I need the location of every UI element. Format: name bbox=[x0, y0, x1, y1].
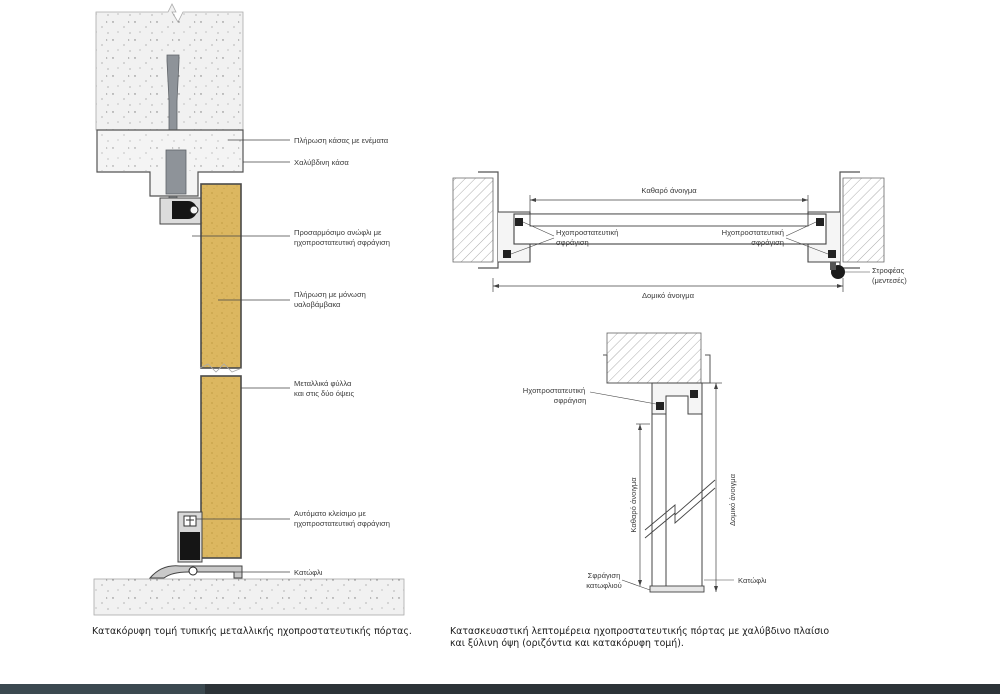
label-seal-left-2: σφράγιση bbox=[556, 238, 589, 247]
label-seal-right-1: Ηχοπροστατευτική bbox=[722, 228, 784, 237]
label-seal-left-1: Ηχοπροστατευτική bbox=[556, 228, 618, 237]
seal-left-a bbox=[515, 218, 523, 226]
wall-left bbox=[452, 177, 494, 263]
break-line bbox=[199, 363, 243, 373]
label-head-stop-1: Προσαρμόσιμο ανώφλι με bbox=[294, 228, 382, 237]
dim-clear-opening-v: Καθαρό άνοιγμα bbox=[629, 477, 638, 533]
vertical-door-section: Πλήρωση κάσας με ενέματα Χαλύβδινη κάσα … bbox=[93, 3, 405, 616]
door-leaf-top bbox=[200, 183, 242, 369]
label-threshold: Κατώφλι bbox=[294, 568, 323, 577]
label-jamb-fill: Πλήρωση κάσας με ενέματα bbox=[294, 136, 389, 145]
vertical-section-wood: Καθαρό άνοιγμα Δομικό άνοιγμα Ηχοπροστατ… bbox=[523, 332, 767, 593]
wall-right bbox=[842, 177, 885, 263]
dim-structural-opening-h: Δομικό άνοιγμα bbox=[642, 291, 695, 300]
footer-accent bbox=[0, 684, 205, 694]
label-hinge-2: (μεντεσές) bbox=[872, 276, 907, 285]
label-insulation-2: υαλοβάμβακα bbox=[294, 300, 341, 309]
label-insulation-1: Πλήρωση με μόνωση bbox=[294, 290, 366, 299]
label-head-stop-2: ηχοπροστατευτική σφράγιση bbox=[294, 238, 390, 247]
label-metal-sheets-2: και στις δύο όψεις bbox=[294, 389, 354, 398]
caption-left: Κατακόρυφη τομή τυπικής μεταλλικής ηχοπρ… bbox=[92, 626, 412, 637]
caption-right-1: Κατασκευαστική λεπτομέρεια ηχοπροστατευτ… bbox=[450, 626, 830, 637]
head-wall bbox=[606, 332, 702, 384]
label-threshold-v: Κατώφλι bbox=[738, 576, 767, 585]
label-sill-seal-2: κατωφλιού bbox=[586, 581, 622, 590]
label-hinge-1: Στροφέας bbox=[872, 266, 905, 275]
door-leaf-bottom bbox=[200, 375, 242, 559]
label-steel-frame: Χαλύβδινη κάσα bbox=[294, 158, 349, 167]
seal-right-a bbox=[816, 218, 824, 226]
label-auto-close-1: Αυτόματο κλείσιμο με bbox=[294, 509, 367, 518]
horizontal-door-section: Καθαρό άνοιγμα Δομικό άνοιγμα Ηχοπροστατ… bbox=[452, 171, 907, 300]
footer-bar bbox=[0, 684, 1000, 694]
seal-right-b bbox=[828, 250, 836, 258]
seal-left-b bbox=[503, 250, 511, 258]
label-metal-sheets-1: Μεταλλικά φύλλα bbox=[294, 379, 352, 388]
label-auto-close-2: ηχοπροστατευτική σφράγιση bbox=[294, 519, 390, 528]
door-leaf-vertical bbox=[651, 413, 667, 591]
caption-right-2: και ξύλινη όψη (οριζόντια και κατακόρυφη… bbox=[450, 638, 684, 649]
head-seal bbox=[172, 201, 197, 219]
dim-structural-opening-v: Δομικό άνοιγμα bbox=[728, 473, 737, 526]
label-seal-right-2: σφράγιση bbox=[751, 238, 784, 247]
label-sill-seal-1: Σφράγιση bbox=[588, 571, 621, 580]
label-seal-v-2: σφράγιση bbox=[554, 396, 587, 405]
sill bbox=[649, 585, 705, 593]
label-seal-v-1: Ηχοπροστατευτική bbox=[523, 386, 585, 395]
dim-clear-opening-h: Καθαρό άνοιγμα bbox=[641, 186, 697, 195]
